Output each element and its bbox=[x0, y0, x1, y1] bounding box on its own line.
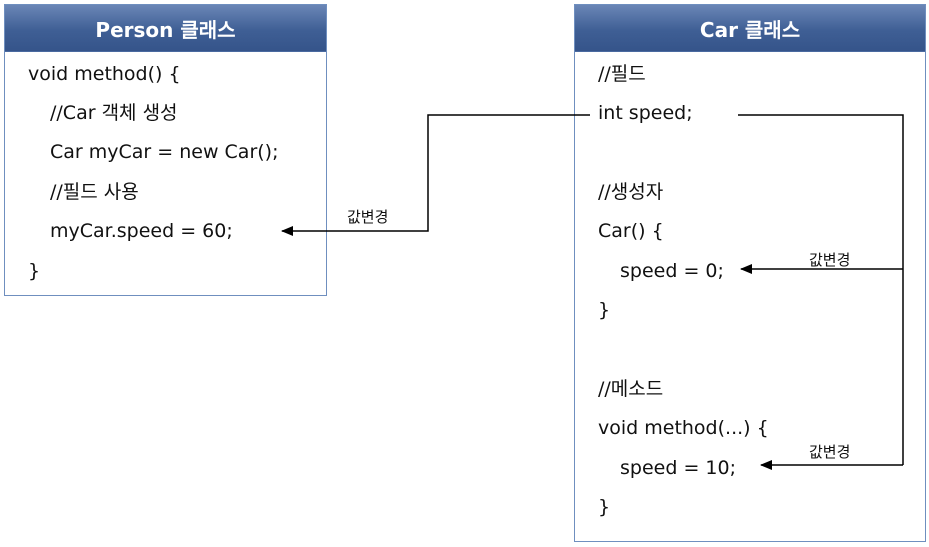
car-line-speed-zero: speed = 0; bbox=[620, 260, 724, 282]
car-line-comment-field: //필드 bbox=[598, 63, 646, 85]
arrow-field-bus bbox=[738, 114, 904, 465]
person-line-comment-field: //필드 사용 bbox=[50, 181, 139, 203]
person-line-comment-create: //Car 객체 생성 bbox=[50, 102, 178, 124]
person-class-header: Person 클래스 bbox=[5, 5, 326, 52]
car-line-constructor-close: } bbox=[598, 299, 611, 321]
person-line-close: } bbox=[28, 260, 41, 282]
car-line-comment-method: //메소드 bbox=[598, 378, 664, 400]
arrow-label-constructor: 값변경 bbox=[809, 251, 851, 269]
person-line-assign-speed: myCar.speed = 60; bbox=[50, 220, 233, 242]
car-class-header: Car 클래스 bbox=[575, 5, 925, 52]
arrow-to-person-speed bbox=[281, 114, 590, 236]
arrow-label-person: 값변경 bbox=[347, 208, 389, 226]
car-line-comment-constructor: //생성자 bbox=[598, 181, 664, 203]
car-line-method: void method(...) { bbox=[598, 417, 769, 439]
person-line-method: void method() { bbox=[28, 63, 181, 85]
car-line-constructor: Car() { bbox=[598, 220, 664, 242]
person-line-new-car: Car myCar = new Car(); bbox=[50, 141, 279, 163]
car-line-method-close: } bbox=[598, 496, 611, 518]
arrow-label-method: 값변경 bbox=[809, 443, 851, 461]
person-class-box: Person 클래스 bbox=[4, 4, 327, 296]
car-line-speed-ten: speed = 10; bbox=[620, 457, 736, 479]
car-line-field-speed: int speed; bbox=[598, 102, 693, 124]
